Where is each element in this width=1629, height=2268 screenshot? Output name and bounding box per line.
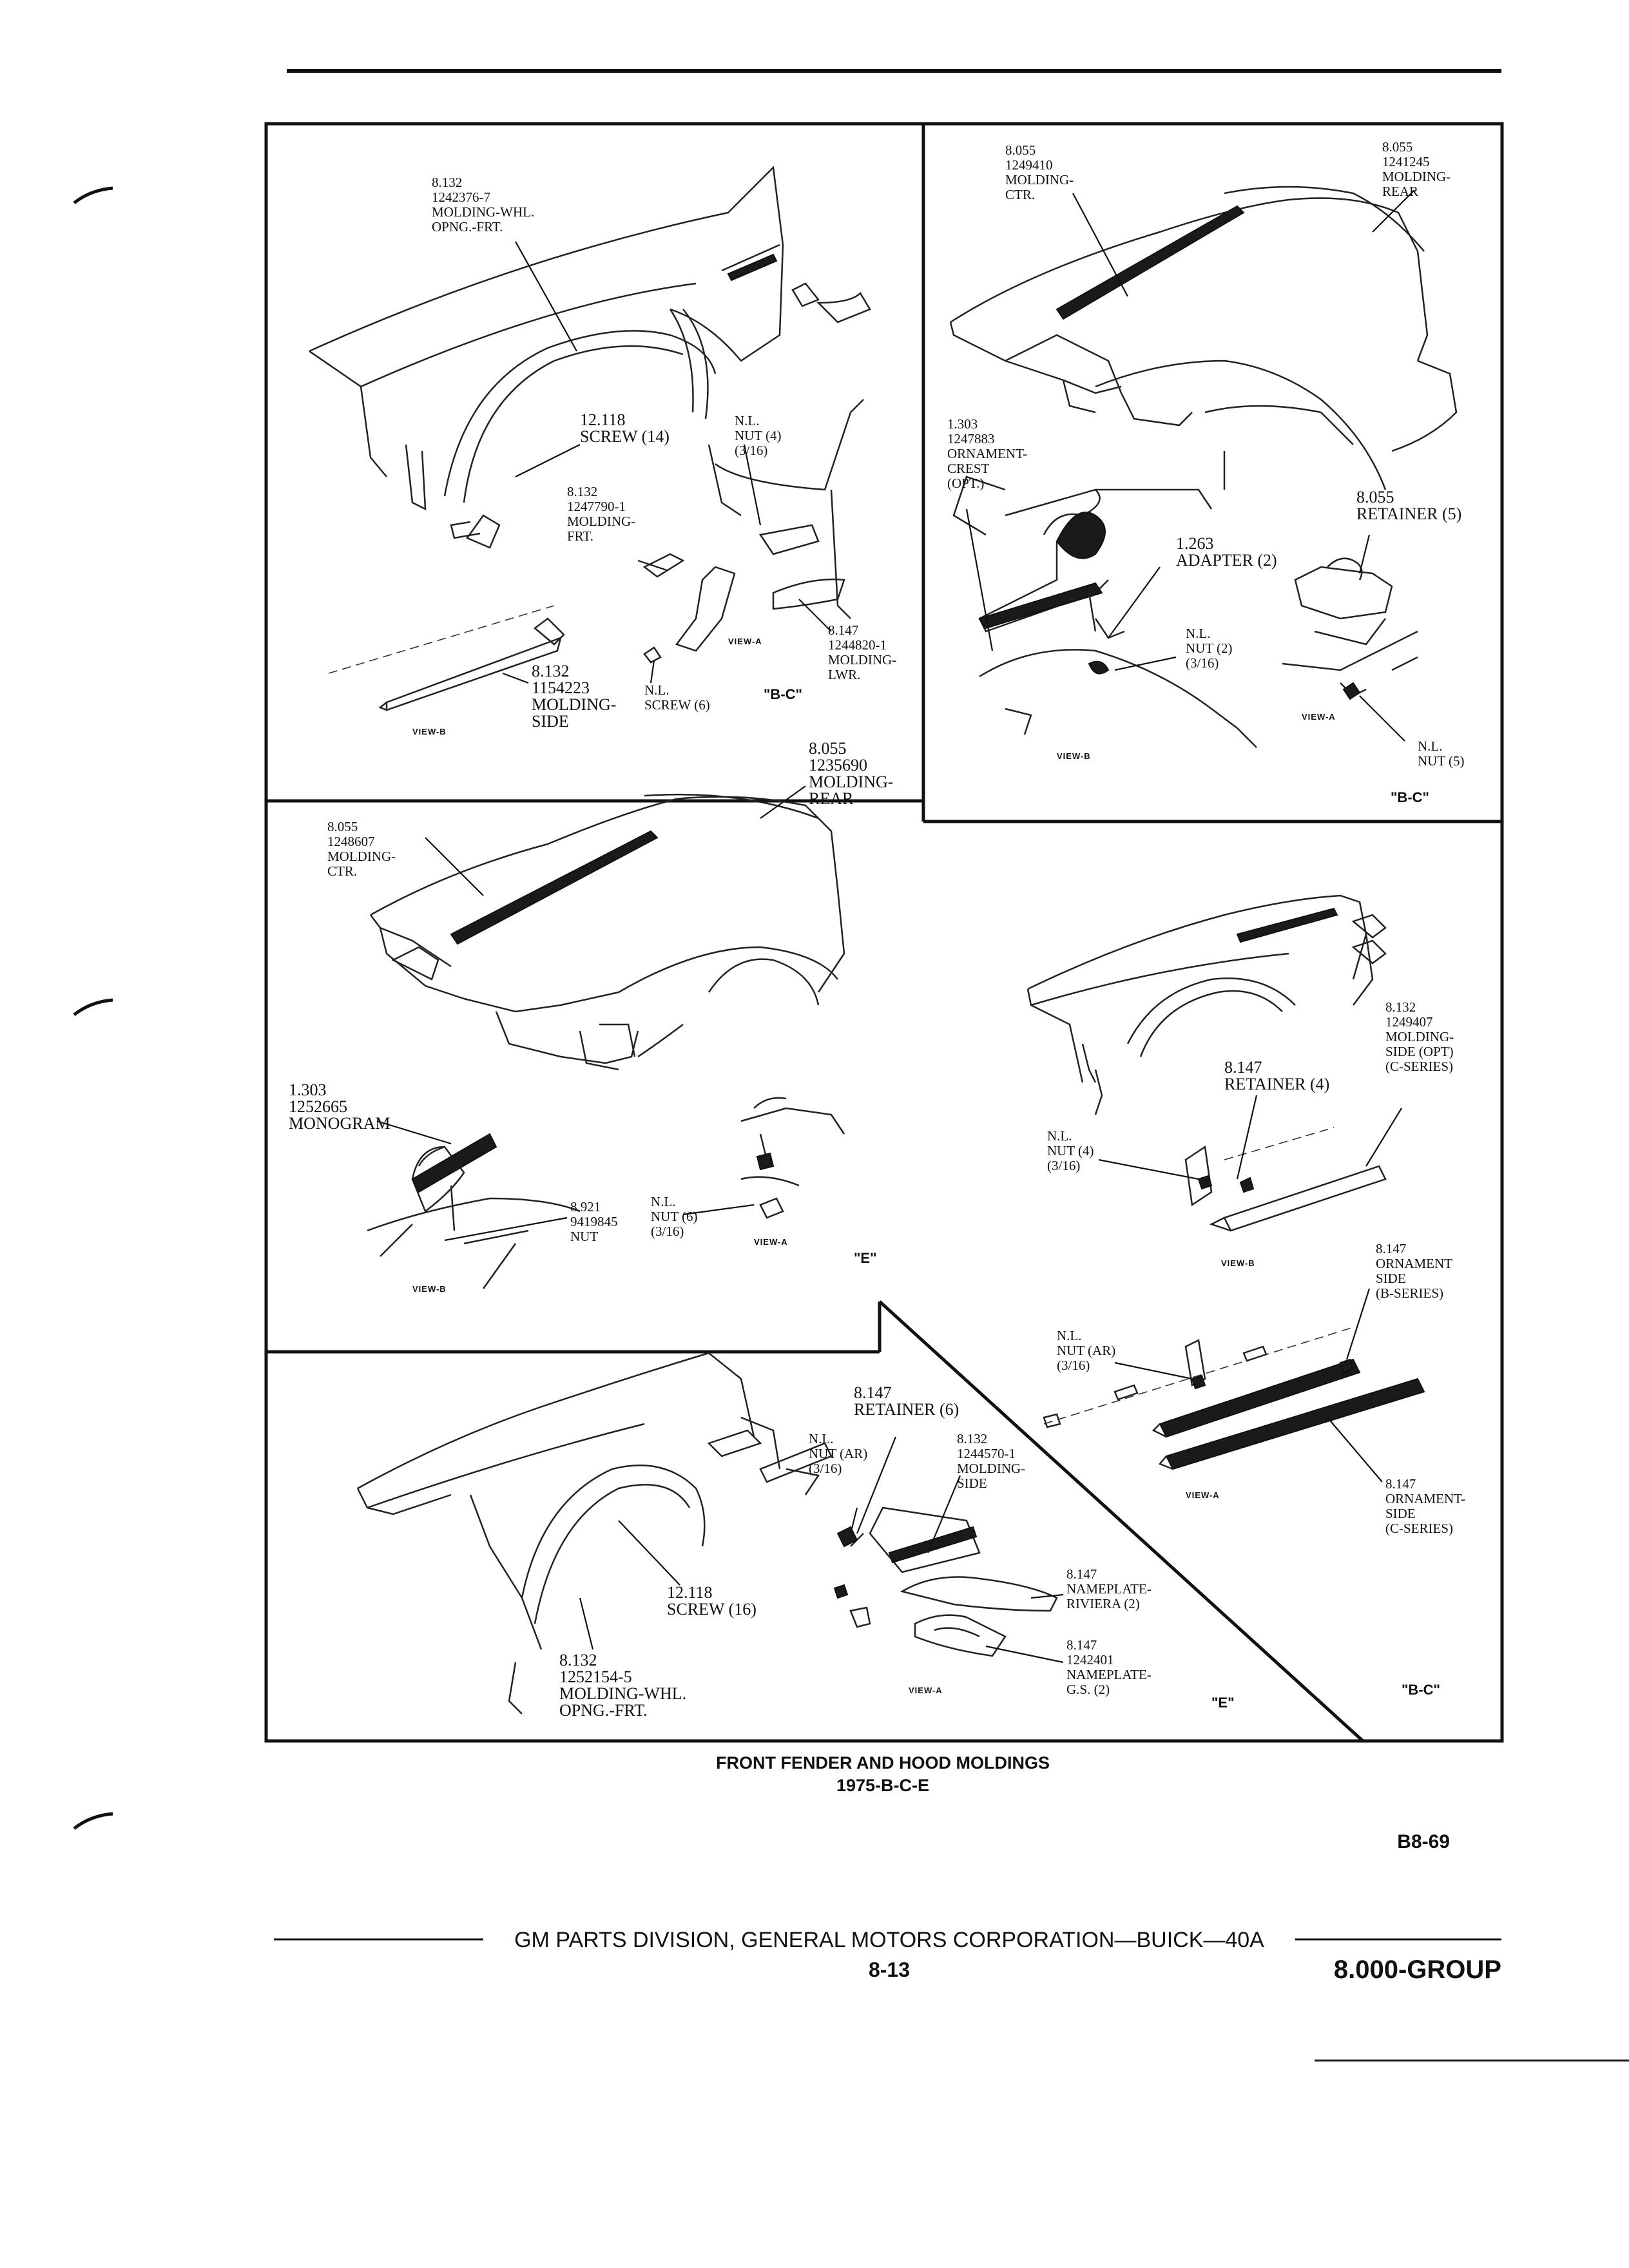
view-b-ml: VIEW-B [412,1284,447,1294]
footer-publisher: GM PARTS DIVISION, GENERAL MOTORS CORPOR… [514,1928,1264,1952]
label-nl-nut-2: N.L.NUT (2)(3/16) [1186,626,1233,671]
series-ml: "E" [854,1250,877,1266]
punch-mark-3 [73,1812,113,1830]
panel-bottom-right-leaders [1114,1288,1383,1483]
panel-bottom-right-art [1043,1327,1425,1470]
view-a-tr: VIEW-A [1302,712,1336,722]
panel-top-left-leaders [502,241,832,684]
view-b-tr: VIEW-B [1057,751,1091,761]
panel-top-left-art [309,166,871,711]
punch-mark-2 [73,998,113,1016]
series-bl: "E" [1211,1695,1235,1711]
view-b-mr: VIEW-B [1221,1258,1255,1268]
label-nl-nut-6: N.L.NUT (6)(3/16) [651,1194,698,1239]
panel-middle-left-leaders [376,785,806,1242]
view-a-bl: VIEW-A [909,1686,943,1695]
label-nl-nut-ar-br: N.L.NUT (AR)(3/16) [1057,1328,1115,1373]
illustration-frame [264,122,1504,1743]
figure-subtitle: 1975-B-C-E [836,1776,929,1795]
series-br: "B-C" [1402,1682,1440,1698]
view-a-tl: VIEW-A [728,637,762,646]
label-nl-screw-6: N.L.SCREW (6) [644,682,710,713]
panel-top-right-art [949,186,1458,748]
series-tr: "B-C" [1391,789,1429,805]
panel-middle-right-art [1027,894,1387,1232]
panel-middle-right-leaders [1098,1095,1402,1180]
label-nl-nut-4: N.L.NUT (4)(3/16) [735,413,782,458]
panel-bottom-left-leaders [579,1436,1064,1664]
label-nl-nut-ar-bl: N.L.NUT (AR)(3/16) [809,1431,867,1476]
label-nl-nut-5: N.L.NUT (5) [1418,738,1465,769]
series-tl: "B-C" [764,686,802,702]
panel-top-right-leaders [965,189,1415,742]
label-nl-nut-4-mr: N.L.NUT (4)(3/16) [1047,1128,1094,1173]
figure-code: B8-69 [1397,1831,1450,1852]
panel-middle-left-art [367,793,845,1289]
panel-bottom-left-art [356,1352,1058,1715]
figure-title: FRONT FENDER AND HOOD MOLDINGS [716,1753,1050,1773]
view-a-ml: VIEW-A [754,1237,788,1247]
punch-mark-1 [73,186,113,204]
page-number: 8-13 [869,1958,910,1981]
group-label: 8.000-GROUP [1334,1956,1501,1984]
view-a-br: VIEW-A [1186,1490,1220,1500]
view-b-tl: VIEW-B [412,727,447,736]
